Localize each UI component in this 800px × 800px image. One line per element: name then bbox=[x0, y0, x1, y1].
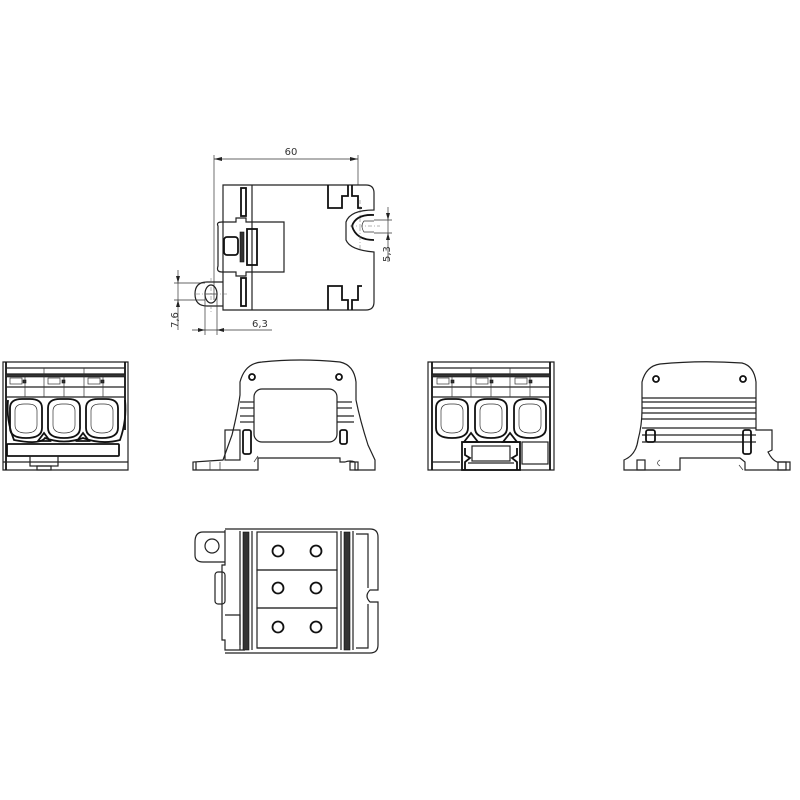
dimension-label-60: 60 bbox=[285, 147, 298, 158]
dimension-hole-height: 7,6 bbox=[170, 270, 205, 330]
rear-view bbox=[427, 361, 555, 471]
dimension-slot: 5,3 bbox=[374, 207, 393, 262]
end-view-right bbox=[623, 361, 791, 471]
dimension-label-6-3: 6,3 bbox=[252, 319, 268, 330]
dimension-label-7-6: 7,6 bbox=[170, 312, 181, 328]
dimension-label-5-3: 5,3 bbox=[382, 246, 393, 262]
dimension-overall-width: 60 bbox=[213, 147, 359, 300]
dimension-hole-width: 6,3 bbox=[192, 296, 272, 335]
end-view-left bbox=[192, 359, 376, 471]
front-view-left bbox=[2, 361, 129, 471]
terminal-openings-rear bbox=[435, 398, 547, 443]
terminal-openings bbox=[6, 398, 127, 443]
side-view-top: 60 bbox=[170, 147, 393, 335]
top-view bbox=[194, 528, 379, 654]
screw-heads bbox=[271, 544, 323, 634]
